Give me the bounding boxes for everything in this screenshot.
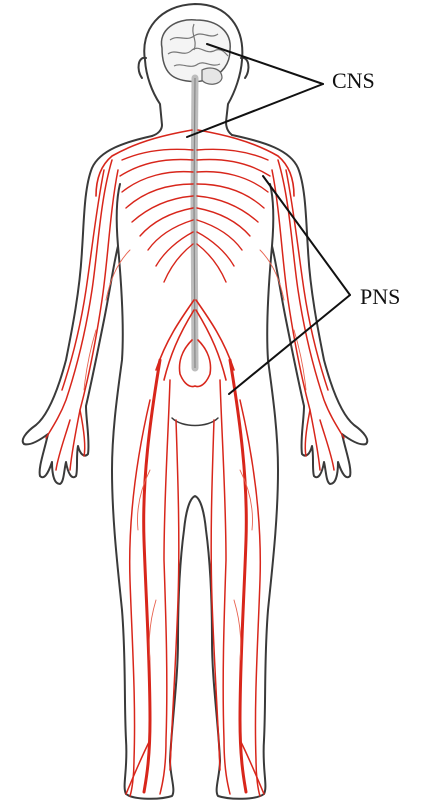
- pns-label: PNS: [360, 286, 400, 308]
- spinal-cord: [194, 78, 195, 368]
- cns-label: CNS: [332, 70, 375, 92]
- leader-lines: [187, 44, 350, 394]
- pns-leader-arm: [263, 176, 350, 295]
- cns-leader-cord: [187, 84, 323, 137]
